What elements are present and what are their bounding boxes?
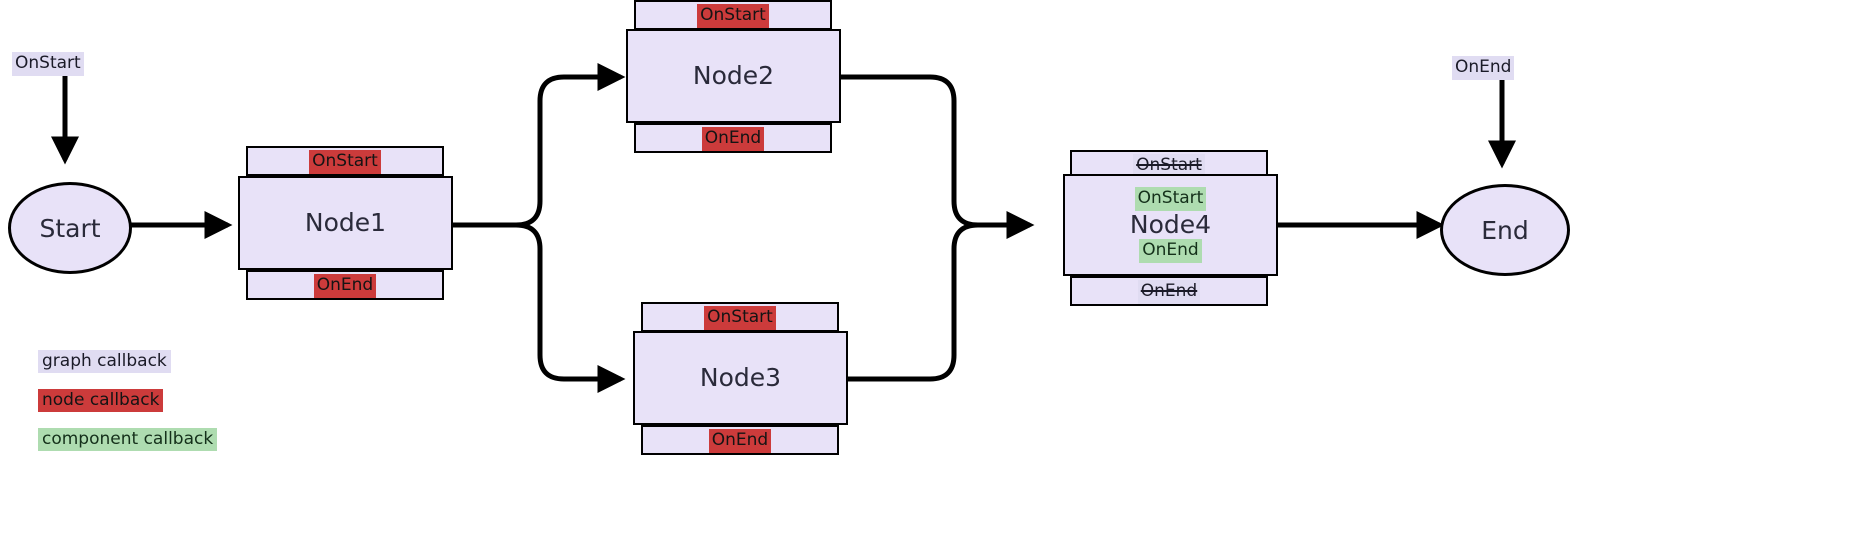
- node1-bottom-callback-chip: OnEnd: [313, 274, 377, 298]
- end-node-label: End: [1481, 215, 1529, 245]
- node3-bottom-callback-chip: OnEnd: [708, 429, 772, 453]
- node3-top-callback-chip: OnStart: [704, 306, 776, 330]
- node1-bottom-strip: OnEnd: [246, 270, 444, 300]
- node4-inner-onstart-chip: OnStart: [1134, 186, 1207, 211]
- edge-split-to-node2: [515, 63, 626, 228]
- node4-label: Node4: [1129, 209, 1212, 239]
- end-node[interactable]: End: [1440, 184, 1570, 276]
- start-node[interactable]: Start: [8, 182, 132, 274]
- node2-box[interactable]: Node2: [626, 29, 841, 123]
- legend-swatch-graph-callback: graph callback: [38, 350, 171, 374]
- node2-bottom-strip: OnEnd: [634, 123, 832, 153]
- node3-top-strip: OnStart: [641, 302, 839, 332]
- node1-top-strip: OnStart: [246, 146, 444, 176]
- node1-label: Node1: [304, 207, 387, 237]
- legend-swatch-node-callback: node callback: [38, 389, 164, 413]
- node2-label: Node2: [692, 60, 775, 90]
- edge-node3-to-merge: [846, 222, 979, 382]
- node3-box[interactable]: Node3: [633, 331, 848, 425]
- node4-box[interactable]: OnStart Node4 OnEnd: [1063, 174, 1278, 276]
- graph-callback-onend-label: OnEnd: [1452, 56, 1515, 80]
- node2-top-strip: OnStart: [634, 0, 832, 30]
- legend: graph callback node callback component c…: [38, 350, 218, 452]
- node4-bottom-strip: OnEnd: [1070, 276, 1268, 306]
- edge-node2-to-merge: [840, 74, 1035, 239]
- node3-bottom-strip: OnEnd: [641, 425, 839, 455]
- node2-top-callback-chip: OnStart: [697, 4, 769, 28]
- legend-item-node-callback: node callback: [38, 389, 217, 413]
- edge-split-to-node3: [515, 222, 626, 393]
- node2-bottom-callback-chip: OnEnd: [701, 127, 765, 151]
- legend-item-component-callback: component callback: [38, 428, 218, 452]
- chip-graph-onstart: OnStart: [12, 52, 84, 76]
- node4-top-callback-chip: OnStart: [1133, 154, 1205, 178]
- node3-label: Node3: [699, 362, 782, 392]
- node1-box[interactable]: Node1: [238, 176, 453, 270]
- node4-bottom-callback-chip: OnEnd: [1137, 280, 1201, 304]
- node4-inner-onend-chip: OnEnd: [1139, 239, 1202, 264]
- chip-graph-onend: OnEnd: [1452, 56, 1515, 80]
- graph-callback-onstart-label: OnStart: [12, 52, 84, 76]
- start-node-label: Start: [39, 213, 101, 243]
- legend-swatch-component-callback: component callback: [38, 428, 218, 452]
- legend-item-graph-callback: graph callback: [38, 350, 217, 374]
- node1-top-callback-chip: OnStart: [309, 150, 381, 174]
